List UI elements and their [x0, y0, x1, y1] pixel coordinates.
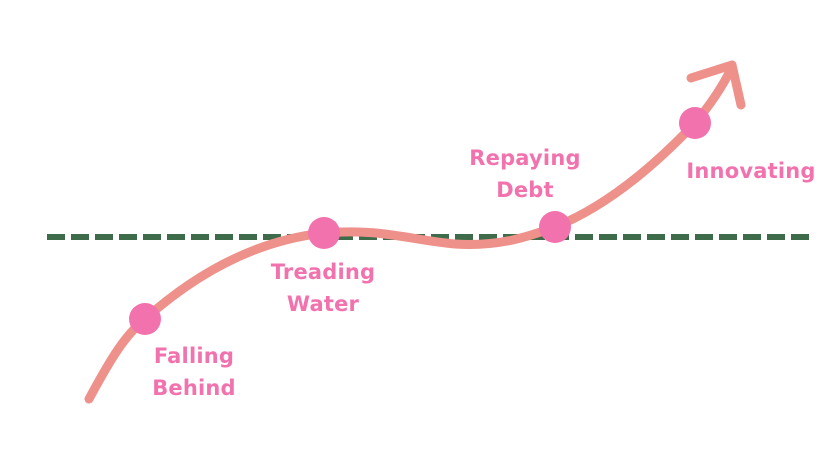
stage-dot-repaying-debt: [539, 211, 571, 243]
stage-label-line2: Debt: [496, 178, 554, 202]
stage-label-line2: Behind: [152, 376, 236, 400]
stage-label-innovating: Innovating: [676, 155, 826, 187]
arrow-head-icon: [686, 60, 746, 110]
stage-dot-falling-behind: [129, 303, 161, 335]
stage-label-line1: Repaying: [469, 146, 581, 170]
stage-label-line1: Innovating: [686, 159, 816, 183]
stage-label-line1: Treading: [270, 260, 376, 284]
stage-label-line1: Falling: [153, 344, 235, 368]
stage-label-line2: Water: [286, 292, 360, 316]
stage-dot-treading-water: [308, 217, 340, 249]
stage-label-falling-behind: Falling Behind: [140, 340, 248, 404]
stage-label-repaying-debt: Repaying Debt: [458, 142, 592, 206]
stage-dot-innovating: [679, 107, 711, 139]
stage-label-treading-water: Treading Water: [259, 256, 387, 320]
